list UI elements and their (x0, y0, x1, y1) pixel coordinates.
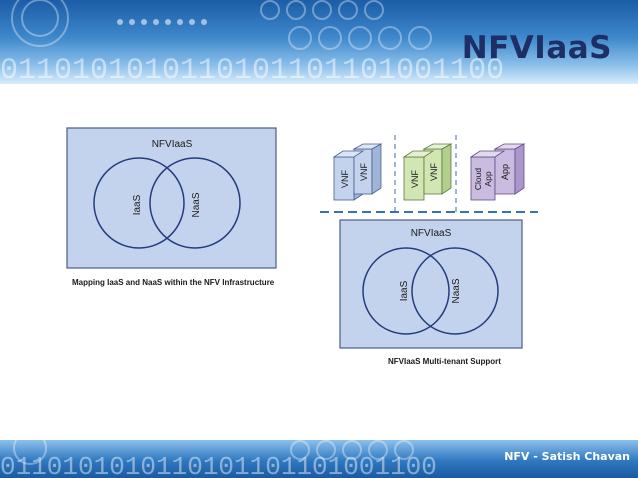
footer-pattern: 0110101010110101101101001100 (0, 440, 437, 478)
nfviaas-box (66, 127, 277, 269)
tenant-group-2: VNF VNF (402, 143, 453, 201)
app-label: CloudApp (473, 168, 493, 190)
header-band: 0110101010110101101101001100 (0, 0, 638, 84)
nfviaas-label: NFVIaaS (152, 139, 193, 150)
vnf-label: VNF (359, 162, 369, 181)
header-pattern (11, 0, 432, 50)
header-binary-strip: 0110101010110101101101001100 (0, 54, 504, 84)
naas-label: NaaS (191, 192, 202, 217)
footer-band: 0110101010110101101101001100 (0, 440, 638, 478)
tenant-group-3: CloudApp App (469, 143, 526, 201)
right-caption: NFVIaaS Multi-tenant Support (388, 357, 501, 366)
iaas-label: IaaS (399, 280, 410, 301)
footer-author: NFV - Satish Chavan (504, 450, 630, 463)
iaas-circle (362, 247, 450, 335)
binary-decoration: 0110101010110101101101001100 (0, 452, 437, 478)
left-diagram: NFVIaaS IaaS NaaS (66, 127, 277, 269)
tenant-group-1: VNF VNF (332, 143, 383, 201)
naas-label: NaaS (451, 278, 462, 303)
slide-title: NFVIaaS (461, 30, 612, 66)
nfviaas-label: NFVIaaS (411, 228, 452, 239)
naas-circle (411, 247, 499, 335)
right-diagram: VNF VNF VNF VNF CloudApp App NFVIaaS Iaa… (320, 135, 538, 349)
app-label: App (500, 164, 510, 180)
iaas-circle (93, 157, 185, 249)
naas-circle (149, 157, 241, 249)
app-block (470, 156, 496, 201)
vnf-label: VNF (429, 162, 439, 181)
iaas-label: IaaS (132, 194, 143, 215)
vnf-label: VNF (410, 169, 420, 188)
vnf-label: VNF (340, 169, 350, 188)
left-caption: Mapping IaaS and NaaS within the NFV Inf… (72, 278, 275, 287)
nfviaas-box (339, 219, 523, 349)
binary-decoration: 0110101010110101101101001100 (0, 54, 504, 84)
